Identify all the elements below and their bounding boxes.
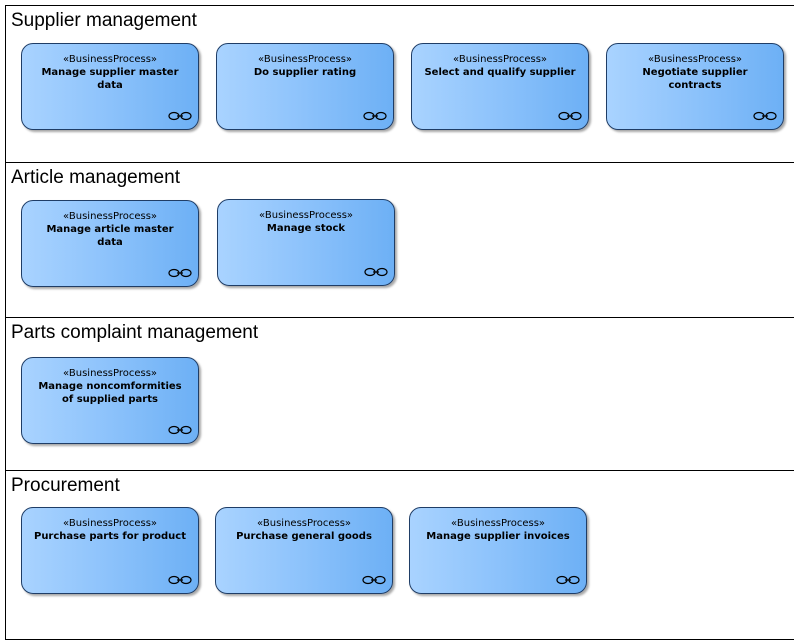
swimlane-parts-complaint-management[interactable]: Parts complaint management bbox=[5, 317, 794, 471]
process-do-supplier-rating[interactable]: «BusinessProcess» Do supplier rating bbox=[216, 43, 394, 130]
swimlane-supplier-management[interactable]: Supplier management bbox=[5, 5, 794, 163]
stereotype-label: «BusinessProcess» bbox=[647, 54, 743, 65]
process-select-and-qualify-supplier[interactable]: «BusinessProcess» Select and qualify sup… bbox=[411, 43, 589, 130]
link-chain-icon bbox=[168, 425, 192, 435]
stereotype-label: «BusinessProcess» bbox=[258, 210, 354, 221]
process-manage-stock[interactable]: «BusinessProcess» Manage stock bbox=[217, 199, 395, 286]
lane-title: Supplier management bbox=[11, 10, 197, 31]
process-manage-article-master-data[interactable]: «BusinessProcess» Manage article master … bbox=[21, 200, 199, 287]
process-name: Manage article master data bbox=[46, 224, 174, 248]
process-name: Manage noncomformities of supplied parts bbox=[38, 381, 182, 405]
swimlane-procurement[interactable]: Procurement bbox=[5, 470, 794, 640]
process-manage-supplier-invoices[interactable]: «BusinessProcess» Manage supplier invoic… bbox=[409, 507, 587, 594]
link-chain-icon bbox=[556, 575, 580, 585]
process-purchase-general-goods[interactable]: «BusinessProcess» Purchase general goods bbox=[215, 507, 393, 594]
link-chain-icon bbox=[363, 111, 387, 121]
link-chain-icon bbox=[168, 575, 192, 585]
process-name: Negotiate supplier contracts bbox=[642, 67, 748, 91]
stereotype-label: «BusinessProcess» bbox=[256, 518, 352, 529]
link-chain-icon bbox=[753, 111, 777, 121]
process-name: Purchase general goods bbox=[236, 531, 372, 542]
process-name: Manage supplier invoices bbox=[426, 531, 570, 542]
stereotype-label: «BusinessProcess» bbox=[62, 368, 158, 379]
process-name: Manage stock bbox=[266, 223, 346, 234]
link-chain-icon bbox=[364, 267, 388, 277]
link-chain-icon bbox=[168, 268, 192, 278]
lane-title: Procurement bbox=[11, 475, 120, 496]
process-manage-noncomformities-of-supplied-parts[interactable]: «BusinessProcess» Manage noncomformities… bbox=[21, 357, 199, 444]
stereotype-label: «BusinessProcess» bbox=[452, 54, 548, 65]
link-chain-icon bbox=[558, 111, 582, 121]
stereotype-label: «BusinessProcess» bbox=[62, 54, 158, 65]
lane-title: Article management bbox=[11, 167, 180, 188]
process-name: Purchase parts for product bbox=[33, 531, 187, 542]
stereotype-label: «BusinessProcess» bbox=[62, 211, 158, 222]
process-name: Do supplier rating bbox=[253, 67, 357, 78]
lane-title: Parts complaint management bbox=[11, 322, 259, 343]
process-name: Manage supplier master data bbox=[41, 67, 179, 91]
link-chain-icon bbox=[362, 575, 386, 585]
process-purchase-parts-for-product[interactable]: «BusinessProcess» Purchase parts for pro… bbox=[21, 507, 199, 594]
stereotype-label: «BusinessProcess» bbox=[257, 54, 353, 65]
stereotype-label: «BusinessProcess» bbox=[450, 518, 546, 529]
swimlane-article-management[interactable]: Article management bbox=[5, 162, 794, 318]
process-name: Select and qualify supplier bbox=[424, 67, 576, 78]
process-negotiate-supplier-contracts[interactable]: «BusinessProcess» Negotiate supplier con… bbox=[606, 43, 784, 130]
process-manage-supplier-master-data[interactable]: «BusinessProcess» Manage supplier master… bbox=[21, 43, 199, 130]
stereotype-label: «BusinessProcess» bbox=[62, 518, 158, 529]
link-chain-icon bbox=[168, 111, 192, 121]
